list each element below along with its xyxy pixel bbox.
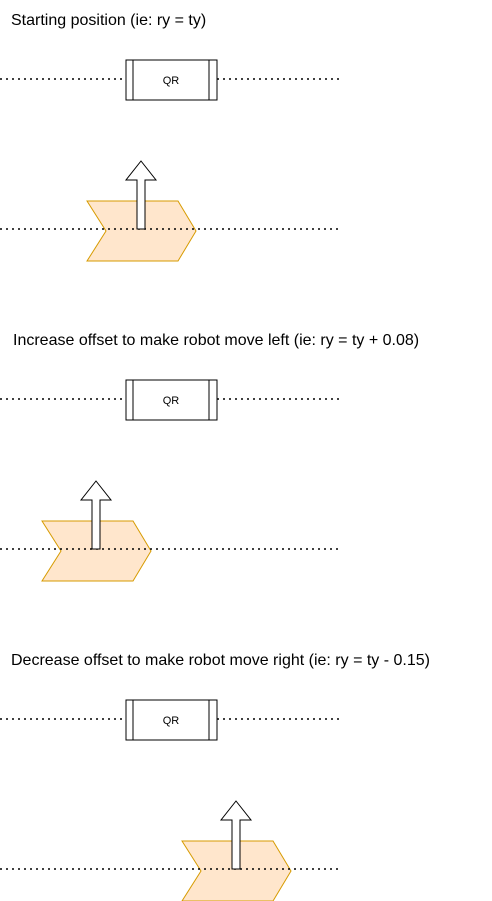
panel-move-right: Decrease offset to make robot move right… — [0, 652, 430, 901]
qr-label: QR — [163, 75, 180, 87]
qr-code-box: QR — [125, 379, 218, 421]
panel-starting-position: Starting position (ie: ry = ty) QR — [0, 12, 341, 262]
qr-label: QR — [163, 395, 180, 407]
robot-chevron — [181, 840, 292, 901]
robot-chevron — [41, 520, 152, 582]
up-arrow-icon — [79, 480, 113, 550]
qr-code-box: QR — [125, 699, 218, 741]
panel-caption: Decrease offset to make robot move right… — [11, 652, 430, 669]
panel-caption: Increase offset to make robot move left … — [13, 332, 419, 349]
robot-chevron — [86, 200, 197, 262]
qr-code-box: QR — [125, 59, 218, 101]
qr-label: QR — [163, 715, 180, 727]
panel-caption: Starting position (ie: ry = ty) — [11, 12, 206, 29]
up-arrow-icon — [219, 800, 253, 870]
up-arrow-icon — [124, 160, 158, 230]
panel-move-left: Increase offset to make robot move left … — [0, 332, 419, 582]
